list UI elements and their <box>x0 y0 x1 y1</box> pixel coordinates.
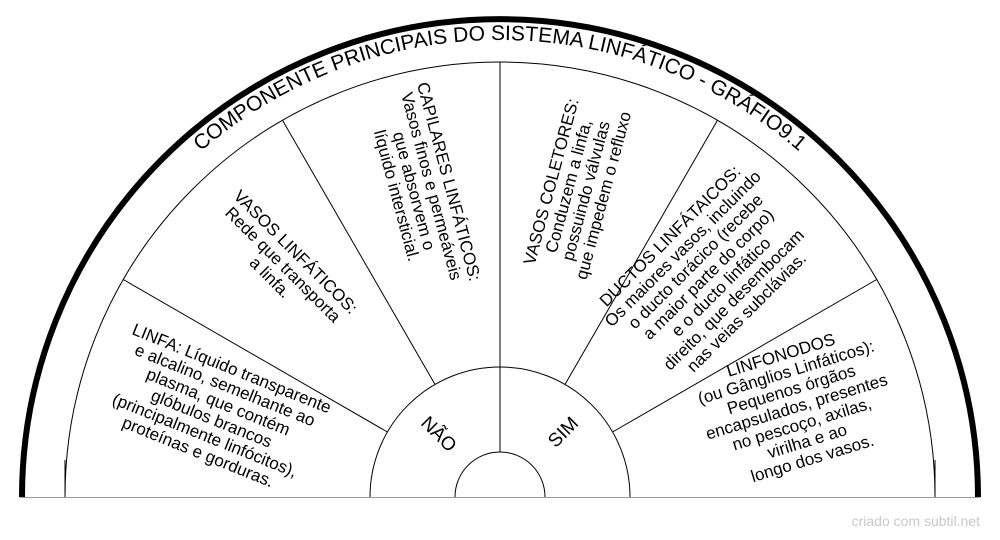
no-label: NÃO <box>416 412 461 457</box>
sector-divider <box>612 279 877 433</box>
credit-text: criado com subtil.net <box>852 513 981 529</box>
outer-arc <box>19 16 981 498</box>
answer-yes[interactable]: SIM <box>544 413 583 452</box>
yes-label: SIM <box>544 413 583 452</box>
sector-divider <box>564 120 718 385</box>
sector-text-line: VASOS LINFÁTICOS: <box>230 186 361 317</box>
sector-capilares-linfaticos[interactable]: CAPILARES LINFÁTICOS:Vasos finos e perme… <box>361 80 485 297</box>
sector-vasos-coletores[interactable]: VASOS COLETORES:Conduzem a linfa,possuin… <box>520 96 635 282</box>
answer-no[interactable]: NÃO <box>416 412 461 457</box>
sector-divider <box>123 279 388 433</box>
sector-divider <box>282 120 436 385</box>
sector-text-line: Rede que transporta <box>221 203 344 326</box>
center-hub <box>454 451 546 498</box>
